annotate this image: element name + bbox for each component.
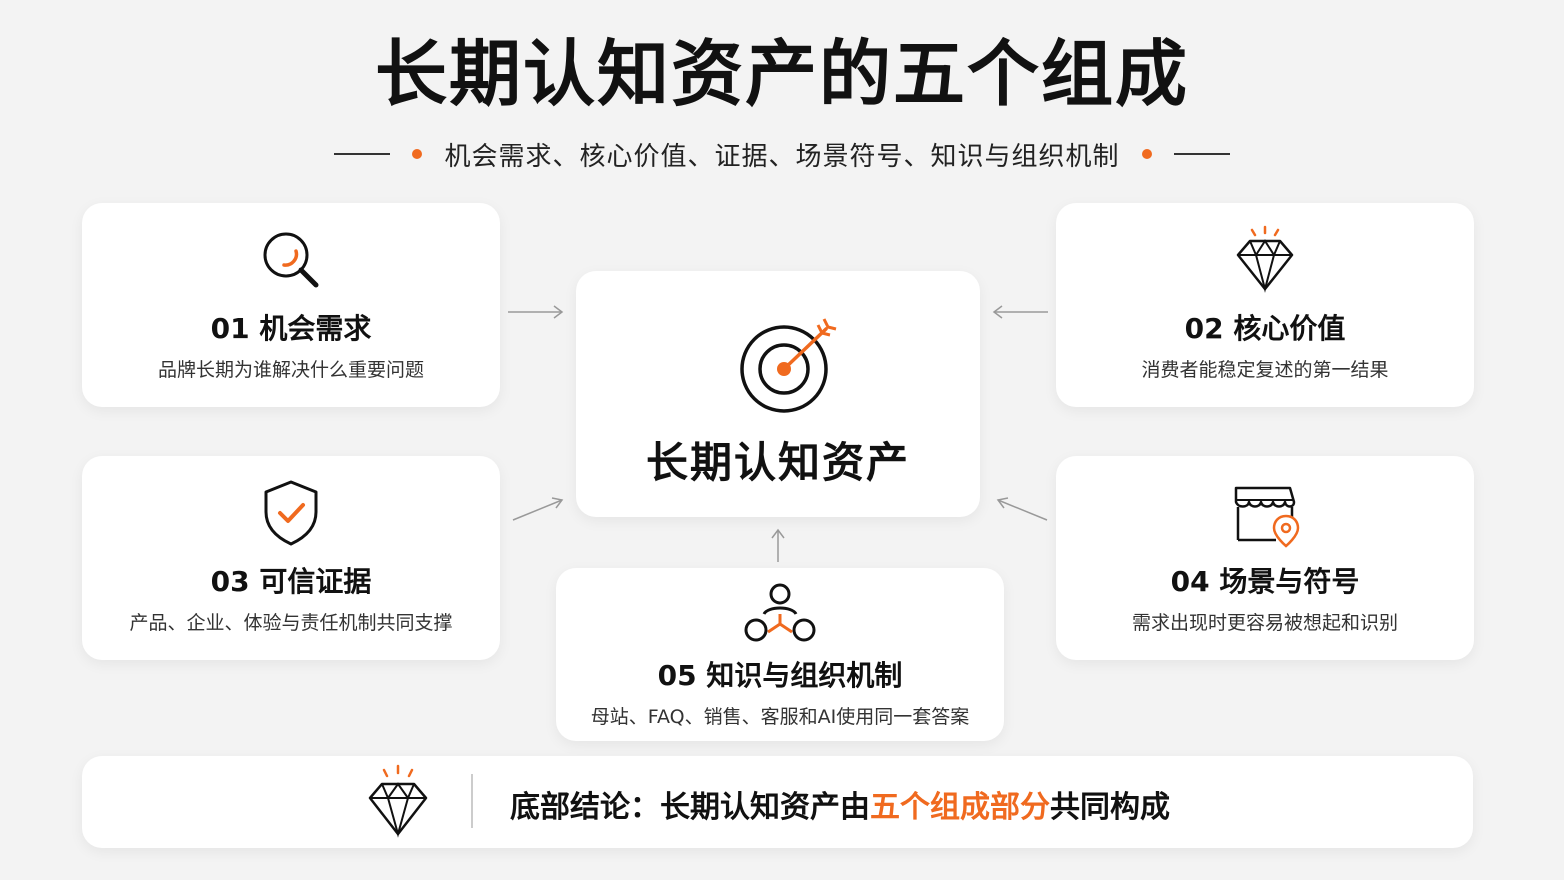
center-title: 长期认知资产 [645,438,910,487]
conclusion-bar: 底部结论：长期认知资产由五个组成部分共同构成 [82,756,1473,848]
card-desc: 母站、FAQ、销售、客服和AI使用同一套答案 [590,706,970,728]
card-title: 05 知识与组织机制 [657,659,903,692]
target-arrow-icon [734,309,844,423]
subtitle-right-line [1173,153,1230,155]
arrow-05-to-center [771,528,785,562]
card-scene-symbol: 04 场景与符号 需求出现时更容易被想起和识别 [1056,456,1474,660]
shield-check-icon [256,478,326,552]
card-desc: 消费者能稳定复述的第一结果 [1141,359,1389,381]
card-title: 04 场景与符号 [1170,565,1360,598]
card-opportunity-demand: 01 机会需求 品牌长期为谁解决什么重要问题 [82,203,500,407]
card-desc: 品牌长期为谁解决什么重要问题 [157,359,424,381]
arrow-01-to-center [508,305,564,319]
subtitle-left-line [334,153,391,155]
center-card: 长期认知资产 [576,271,980,517]
subtitle-left-dot [412,149,423,159]
subtitle: 机会需求、核心价值、证据、场景符号、知识与组织机制 [444,141,1120,172]
arrow-02-to-center [992,305,1048,319]
diamond-icon [1230,225,1300,299]
arrow-04-to-center [996,497,1048,521]
diamond-icon [366,764,430,844]
conclusion-suffix: 共同构成 [1050,790,1170,825]
subtitle-right-dot [1141,149,1152,159]
conclusion-divider [471,774,473,828]
store-location-icon [1230,478,1300,552]
card-title: 03 可信证据 [210,565,372,598]
card-knowledge-organization: 05 知识与组织机制 母站、FAQ、销售、客服和AI使用同一套答案 [556,568,1004,741]
card-desc: 产品、企业、体验与责任机制共同支撑 [129,612,453,634]
card-title: 01 机会需求 [210,312,372,345]
card-title: 02 核心价值 [1184,312,1346,345]
conclusion-highlight: 五个组成部分 [870,790,1050,825]
subtitle-row: 机会需求、核心价值、证据、场景符号、知识与组织机制 [0,136,1564,172]
card-credible-evidence: 03 可信证据 产品、企业、体验与责任机制共同支撑 [82,456,500,660]
network-nodes-icon [742,582,818,650]
card-desc: 需求出现时更容易被想起和识别 [1131,612,1398,634]
page-title: 长期认知资产的五个组成 [374,32,1189,116]
conclusion-text: 底部结论：长期认知资产由五个组成部分共同构成 [510,782,1170,826]
arrow-03-to-center [512,497,564,521]
conclusion-prefix: 底部结论：长期认知资产由 [510,790,870,825]
card-core-value: 02 核心价值 消费者能稳定复述的第一结果 [1056,203,1474,407]
magnifier-icon [256,225,326,299]
